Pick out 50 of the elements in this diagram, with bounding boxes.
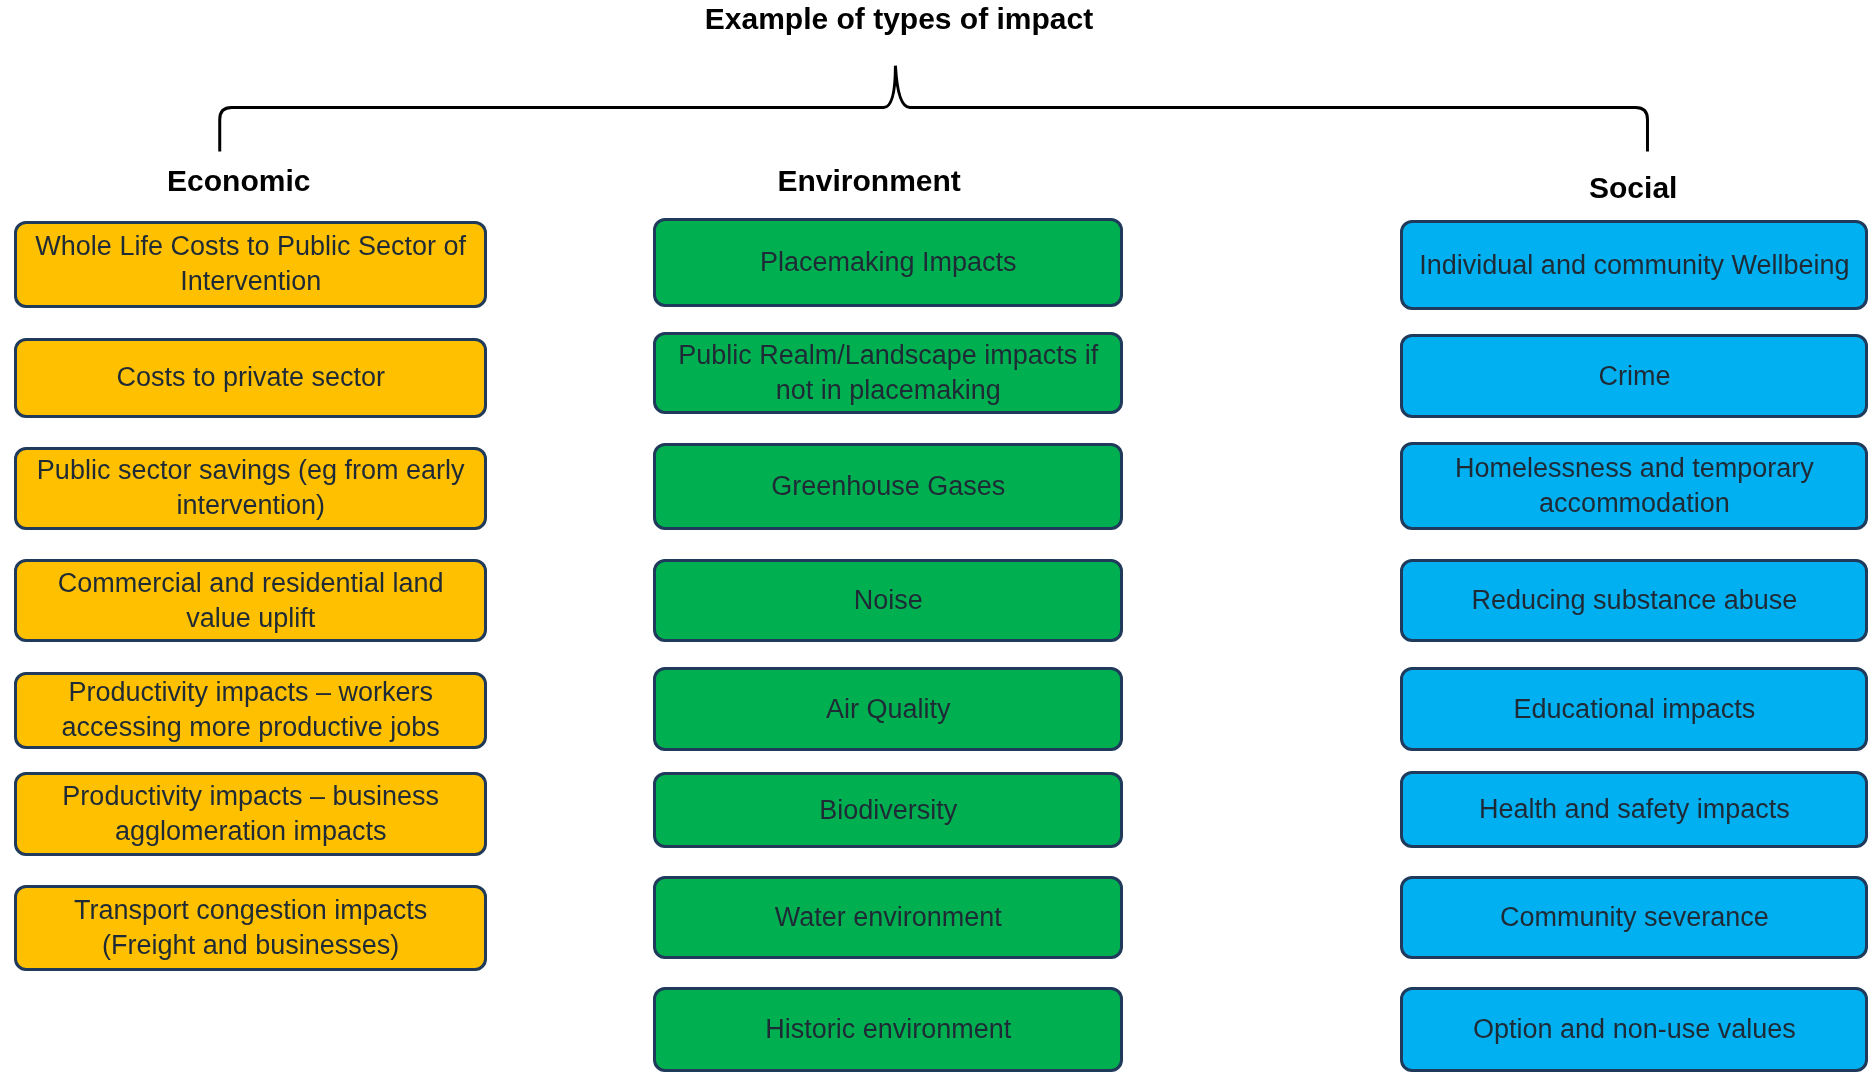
column-heading: Social [1589, 170, 1678, 205]
impact-box [1400, 667, 1869, 751]
impact-box [653, 876, 1124, 959]
impact-text: Educational impacts [1513, 692, 1756, 726]
impact-box [1400, 219, 1869, 311]
impact-box [1400, 441, 1869, 531]
impact-text: Crime [1598, 359, 1671, 393]
impact-box [14, 772, 488, 856]
impact-text: Costs to private sector [116, 361, 385, 395]
impact-text: Option and non-use values [1473, 1013, 1796, 1047]
impact-box [1400, 876, 1869, 959]
impact-box [14, 446, 488, 531]
impact-text: Water environment [774, 901, 1002, 934]
impact-box [653, 442, 1124, 531]
impact-box [653, 667, 1124, 751]
impact-box [653, 987, 1124, 1072]
impact-text: Commercial and residential land value uplift [56, 566, 445, 635]
impact-box [1400, 771, 1869, 848]
impact-text: Community severance [1500, 901, 1769, 934]
impact-box [1400, 334, 1869, 418]
impact-text: Noise [853, 584, 923, 617]
impact-text: Productivity impacts – workers accessing more productive jobs [60, 676, 441, 745]
impact-box [14, 220, 488, 308]
impact-text: Biodiversity [819, 793, 958, 827]
impact-box [653, 772, 1124, 848]
impact-text: Whole Life Costs to Public Sector of Intervention [34, 230, 468, 299]
impact-box [14, 558, 488, 643]
column-heading: Environment [777, 163, 961, 198]
impact-box [653, 218, 1124, 307]
impact-box [14, 337, 488, 418]
impact-box [14, 884, 488, 971]
impact-box [653, 558, 1124, 643]
impact-text: Transport congestion impacts (Freight and businesses) [73, 893, 429, 962]
impact-text: Air Quality [825, 692, 951, 726]
impact-box [1400, 558, 1869, 643]
impact-text: Individual and community Wellbeing [1419, 248, 1850, 282]
impact-box [653, 331, 1124, 415]
impact-text: Historic environment [765, 1013, 1012, 1047]
column-heading: Economic [167, 163, 311, 198]
impact-text: Reducing substance abuse [1471, 584, 1798, 617]
impact-text: Public Realm/Landscape impacts if not in placemaking [677, 339, 1100, 408]
impact-text: Greenhouse Gases [771, 470, 1006, 503]
impact-text: Health and safety impacts [1479, 792, 1790, 826]
impact-text: Productivity impacts – business agglomeration impacts [61, 780, 440, 849]
impact-text: Placemaking Impacts [759, 246, 1017, 280]
impact-box [1400, 987, 1869, 1072]
impact-box [14, 672, 488, 749]
title: Example of types of impact [704, 2, 1094, 37]
impact-text: Public sector savings (eg from early intervention) [35, 454, 466, 523]
impact-text: Homelessness and temporary accommodation [1454, 451, 1815, 520]
